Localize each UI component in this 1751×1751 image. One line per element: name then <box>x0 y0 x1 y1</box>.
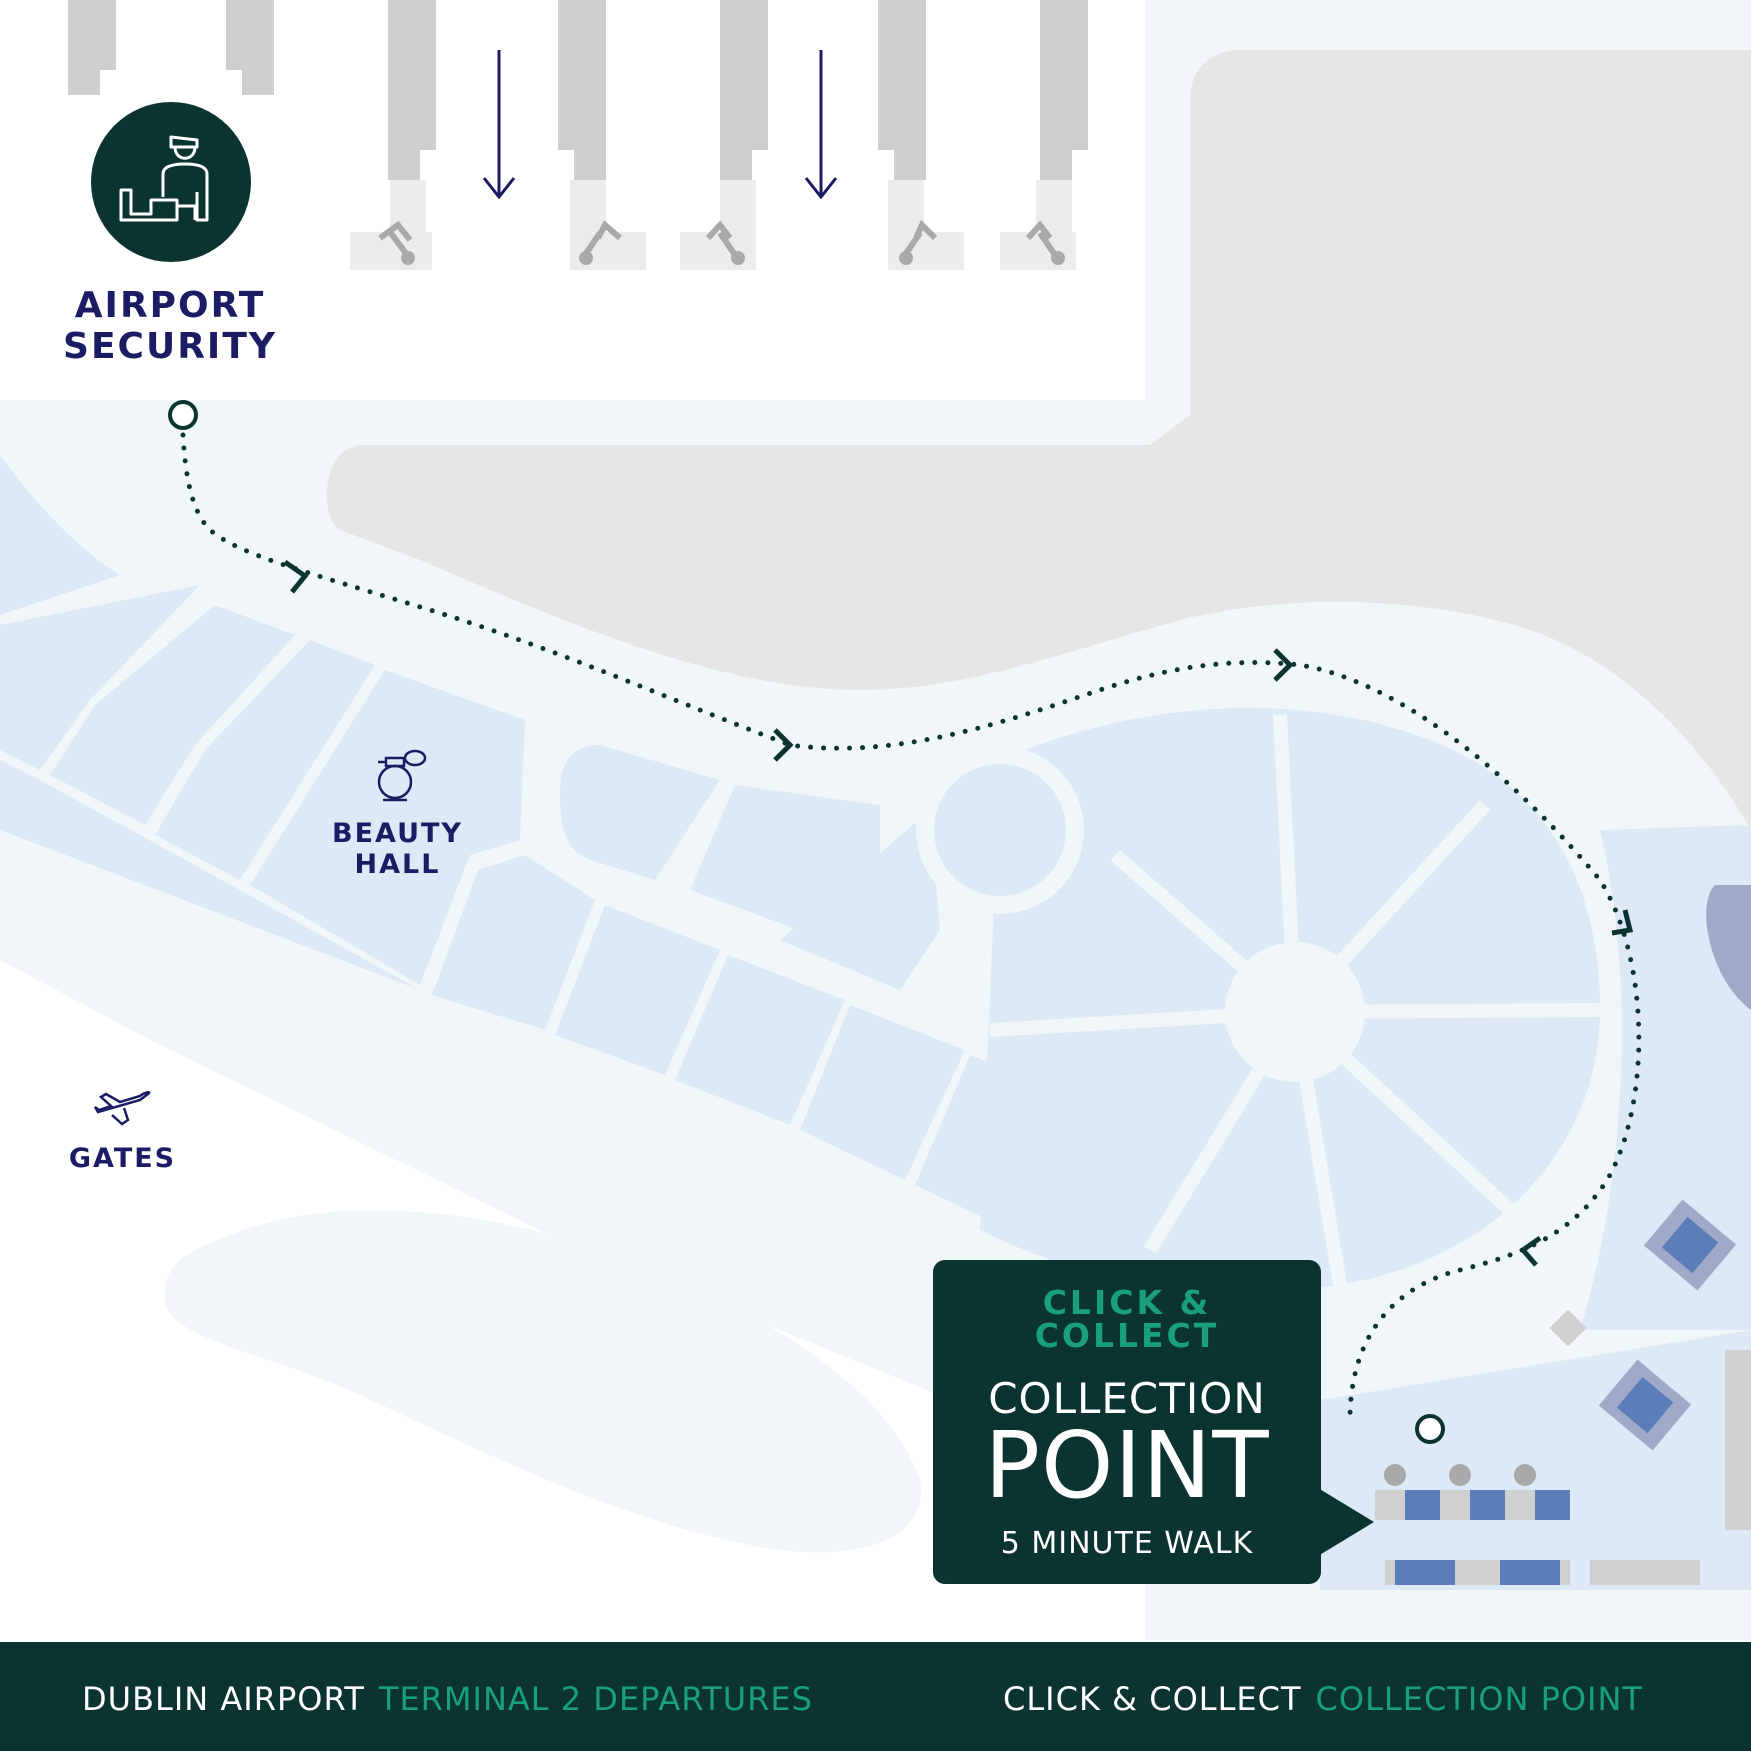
security-lanes <box>68 0 1088 180</box>
route-end-marker <box>1415 1414 1445 1444</box>
airside-area <box>326 50 1751 830</box>
callout-pointer <box>1318 1488 1374 1556</box>
footer-airport-name: DUBLIN AIRPORT <box>82 1680 365 1718</box>
walk-time-label: 5 MINUTE WALK <box>1000 1526 1254 1561</box>
central-plaza <box>916 707 1606 1294</box>
route-direction-chevrons <box>283 559 1634 1267</box>
collection-point-callout[interactable]: CLICK & COLLECT COLLECTION POINT 5 MINUT… <box>933 1260 1321 1584</box>
footer-collection-point: COLLECTION POINT <box>1315 1680 1643 1718</box>
gates-label: GATES <box>68 1143 177 1174</box>
footer-service-name: CLICK & COLLECT <box>1003 1680 1302 1718</box>
click-collect-line1: CLICK & <box>1042 1283 1212 1322</box>
security-officer-icon <box>119 135 209 222</box>
security-badge <box>91 102 251 262</box>
point-headline: POINT <box>984 1412 1270 1519</box>
click-collect-title: CLICK & COLLECT <box>933 1286 1321 1352</box>
collection-area <box>1320 825 1751 1590</box>
click-collect-line2: COLLECT <box>1034 1316 1220 1355</box>
beauty-hall-label: BEAUTY HALL <box>332 818 463 881</box>
flow-arrows <box>482 50 838 200</box>
footer-bar: DUBLIN AIRPORT TERMINAL 2 DEPARTURES CLIC… <box>0 1642 1751 1751</box>
footer-location: DUBLIN AIRPORT TERMINAL 2 DEPARTURES <box>82 1680 813 1718</box>
footer-terminal-name: TERMINAL 2 DEPARTURES <box>378 1680 813 1718</box>
footer-service: CLICK & COLLECT COLLECTION POINT <box>1003 1680 1643 1718</box>
shop-units-left <box>0 455 525 990</box>
airport-security-label: AIRPORT SECURITY <box>63 285 277 368</box>
airplane-takeoff-icon <box>93 1091 151 1126</box>
perfume-bottle-icon <box>377 749 427 802</box>
shop-units-middle <box>560 745 940 990</box>
gates-lounge <box>164 1210 921 1553</box>
walking-route <box>168 400 1642 1444</box>
security-scanners <box>350 180 1076 270</box>
route-start-marker <box>168 400 198 430</box>
collection-subtitle: COLLECTION <box>988 1374 1266 1423</box>
